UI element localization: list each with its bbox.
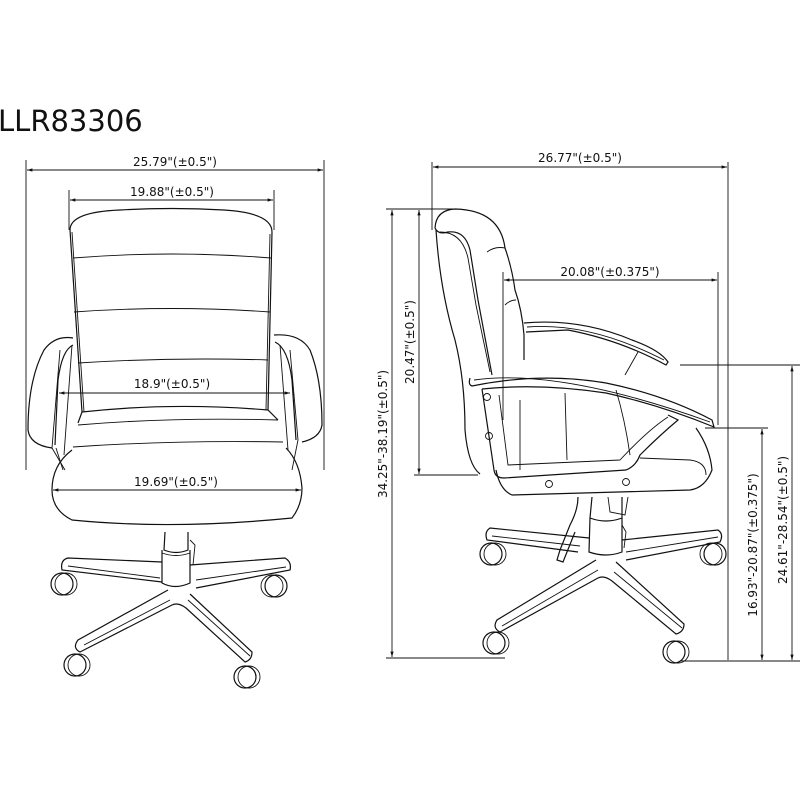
front-seat — [51, 405, 303, 526]
dim-back-height: 20.47"(±0.5") — [403, 210, 478, 476]
dim-seat-depth: 20.08"(±0.375") — [502, 265, 719, 425]
front-gas-lift — [161, 531, 196, 588]
front-right-arm — [273, 334, 323, 471]
side-base — [479, 527, 727, 664]
dim-arm-height: 24.61"-28.54"(±0.5") — [680, 364, 800, 660]
side-seat — [495, 389, 713, 496]
overall-depth-label: 26.77"(±0.5") — [538, 151, 622, 165]
caster-wheel — [233, 665, 257, 689]
seat-height-label: 16.93"-20.87"(±0.375") — [746, 473, 760, 616]
model-number: LLR83306 — [0, 104, 143, 138]
back-width-label: 19.88"(±0.5") — [130, 185, 214, 199]
side-far-arm — [523, 321, 669, 376]
caster-wheel — [482, 631, 506, 655]
screw-hole — [622, 478, 630, 486]
screw-hole — [545, 480, 553, 488]
caster-wheel — [479, 542, 503, 566]
dim-overall-width: 25.79"(±0.5") — [25, 155, 325, 470]
overall-height-label: 34.25"-38.19"(±0.5") — [376, 370, 390, 498]
dim-overall-height: 34.25"-38.19"(±0.5") — [376, 208, 505, 659]
dim-seat-height: 16.93"-20.87"(±0.375") — [680, 427, 800, 662]
seat-width-label: 19.69"(±0.5") — [134, 475, 218, 489]
caster-wheel — [662, 640, 686, 664]
screw-hole — [483, 393, 491, 401]
dim-inner-arm-width: 18.9"(±0.5") — [59, 377, 290, 395]
front-view: 25.79"(±0.5") 19.88"(±0.5") — [25, 155, 325, 689]
dim-overall-depth: 26.77"(±0.5") — [431, 151, 729, 660]
side-gas-lift — [556, 496, 629, 563]
side-view: 26.77"(±0.5") 20.08"(±0.375") 34.25"-38.… — [376, 151, 800, 664]
caster-wheel — [264, 574, 288, 598]
back-height-label: 20.47"(±0.5") — [403, 300, 417, 384]
seat-depth-label: 20.08"(±0.375") — [560, 265, 659, 279]
arm-height-label: 24.61"-28.54"(±0.5") — [776, 456, 790, 584]
side-backrest — [434, 208, 525, 475]
dim-seat-width: 19.69"(±0.5") — [53, 475, 301, 492]
front-backrest — [69, 207, 273, 413]
caster-wheel — [703, 542, 727, 566]
side-near-arm — [468, 377, 715, 488]
dim-back-width: 19.88"(±0.5") — [68, 185, 275, 230]
overall-width-label: 25.79"(±0.5") — [133, 155, 217, 169]
front-left-arm — [27, 336, 74, 471]
inner-arm-width-label: 18.9"(±0.5") — [134, 377, 210, 391]
caster-wheel — [50, 572, 74, 596]
caster-wheel — [63, 653, 87, 677]
screw-hole — [485, 432, 493, 440]
front-base — [50, 557, 292, 689]
